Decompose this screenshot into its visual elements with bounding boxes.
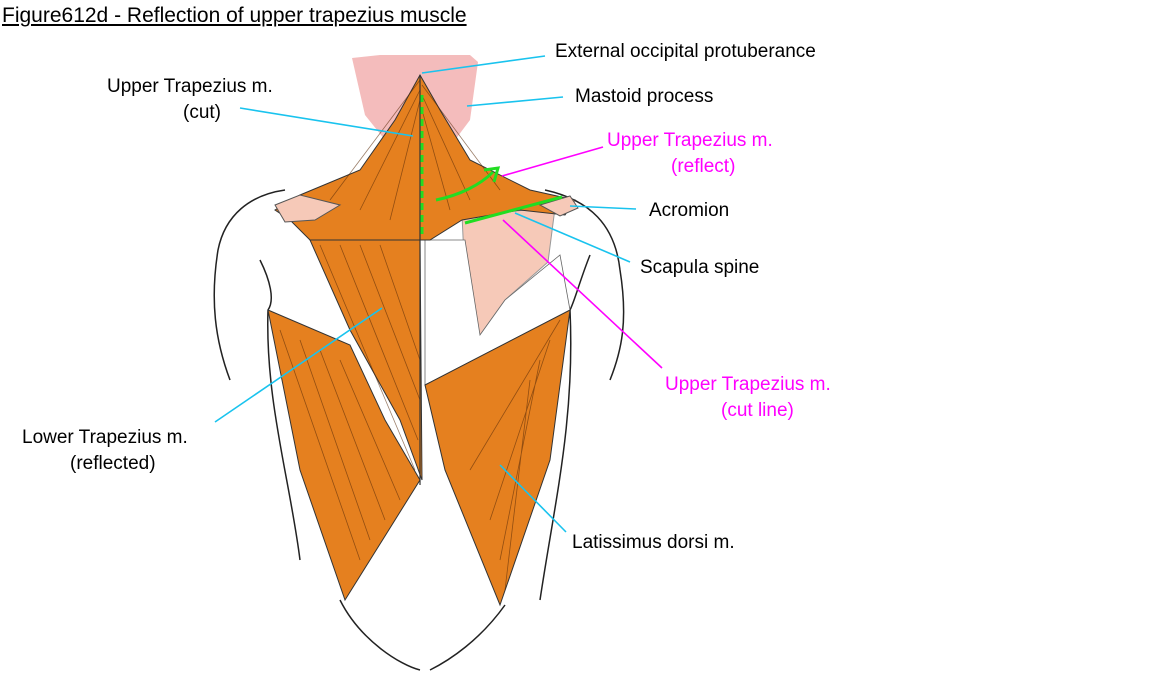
- body-outline: [213, 189, 625, 671]
- label-lower-trap: Lower Trapezius m.: [22, 427, 188, 448]
- leader-upper-trap-cutline: [502, 219, 663, 369]
- latissimus-right: [424, 309, 571, 607]
- leader-lower-trap: [214, 307, 383, 423]
- leader-external-occipital: [421, 55, 546, 74]
- label-mastoid: Mastoid process: [575, 86, 713, 107]
- leader-scapula-spine: [514, 212, 631, 263]
- label-upper-trap-cutline: Upper Trapezius m.: [665, 374, 831, 395]
- leader-latissimus: [499, 464, 567, 533]
- leader-acromion: [569, 205, 637, 210]
- label-scapula-spine: Scapula spine: [640, 257, 759, 278]
- muscle-fibers: [279, 79, 561, 591]
- label-lower-trap-sub: (reflected): [70, 453, 156, 474]
- label-acromion: Acromion: [649, 200, 729, 221]
- lower-trapezius: [309, 239, 423, 481]
- label-upper-trap-cutline-sub: (cut line): [721, 400, 794, 421]
- label-upper-trap-cut-sub: (cut): [183, 102, 221, 123]
- leader-mastoid: [466, 96, 564, 107]
- acromion-left: [274, 194, 342, 223]
- reflect-arrow: [435, 170, 495, 202]
- reflect-arrow-head: [483, 166, 501, 183]
- upper-trapezius: [274, 73, 576, 241]
- scapula-cut-line: [464, 195, 563, 225]
- leader-upper-trap-reflect: [501, 146, 604, 177]
- label-external-occipital: External occipital protuberance: [555, 41, 816, 62]
- label-latissimus: Latissimus dorsi m.: [572, 532, 735, 553]
- label-upper-trap-reflect: Upper Trapezius m.: [607, 130, 773, 151]
- figure-title: Figure612d - Reflection of upper trapezi…: [2, 4, 467, 27]
- label-upper-trap-cut: Upper Trapezius m.: [107, 76, 273, 97]
- label-upper-trap-reflect-sub: (reflect): [671, 156, 735, 177]
- leader-upper-trap-cut: [239, 107, 414, 137]
